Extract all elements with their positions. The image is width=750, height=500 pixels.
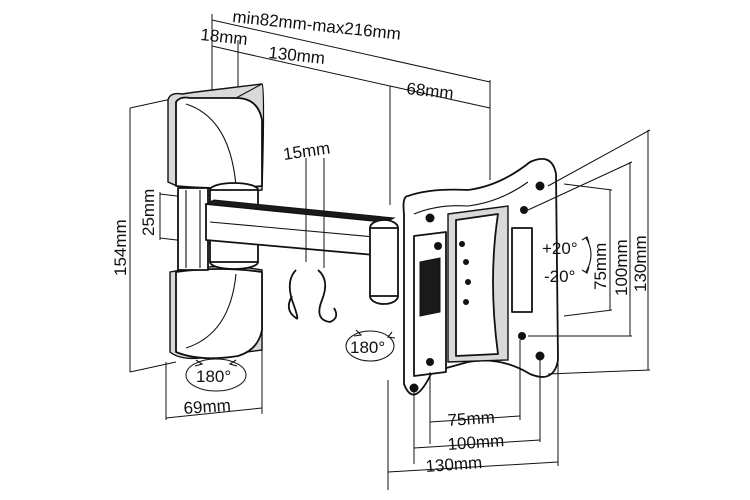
- vesa-mid-vertical-label: 100mm: [612, 239, 631, 296]
- tilt-up-label: +20°: [542, 239, 578, 258]
- bottom-dimension-lines: [165, 340, 559, 490]
- wall-plate-height-label: 154mm: [111, 219, 130, 276]
- vesa-large-horizontal-label: 130mm: [425, 453, 483, 476]
- bracket-offset-label: 25mm: [139, 189, 158, 236]
- overall-extension-label: min82mm-max216mm: [232, 7, 402, 44]
- wall-plate-width-label: 69mm: [183, 396, 231, 418]
- wall-plate: [167, 83, 265, 360]
- head-depth-label: 68mm: [406, 79, 455, 103]
- wall-plate-depth-label: 18mm: [200, 25, 249, 49]
- vesa-mid-horizontal-label: 100mm: [447, 431, 505, 454]
- swing-arm: [204, 158, 399, 323]
- tilt-down-label: -20°: [544, 267, 575, 286]
- arm-length-label: 130mm: [268, 43, 326, 68]
- vesa-plate: [402, 158, 559, 396]
- vesa-small-vertical-label: 75mm: [591, 243, 610, 290]
- wall-rotation-label: 180°: [196, 367, 231, 386]
- arm-rotation-label: 180°: [350, 338, 385, 357]
- top-dimension-lines: [211, 14, 491, 205]
- vesa-large-vertical-label: 130mm: [631, 235, 650, 292]
- rotation-arcs: [185, 236, 592, 392]
- vesa-small-horizontal-label: 75mm: [447, 408, 495, 430]
- right-dimension-lines: [527, 129, 651, 375]
